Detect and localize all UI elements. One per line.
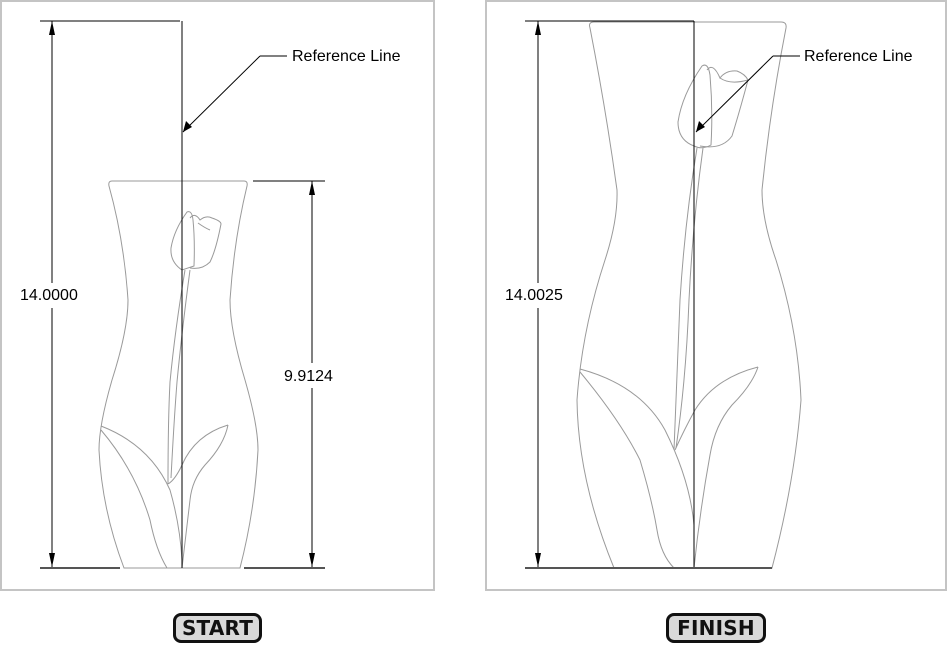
start-drawing: 14.0000 9.9124 Reference Line xyxy=(20,20,401,569)
reference-line-label: Reference Line xyxy=(292,48,401,65)
finish-label-badge: FINISH xyxy=(666,613,766,643)
arrowheads xyxy=(49,21,315,567)
vase-outline xyxy=(98,180,259,569)
vase-height-dimension: 9.9124 xyxy=(284,368,333,385)
dimension-lines xyxy=(40,20,325,568)
finish-drawing-panel xyxy=(485,0,947,591)
start-label-badge: START xyxy=(173,613,262,643)
overall-height-dimension: 14.0000 xyxy=(20,287,78,304)
